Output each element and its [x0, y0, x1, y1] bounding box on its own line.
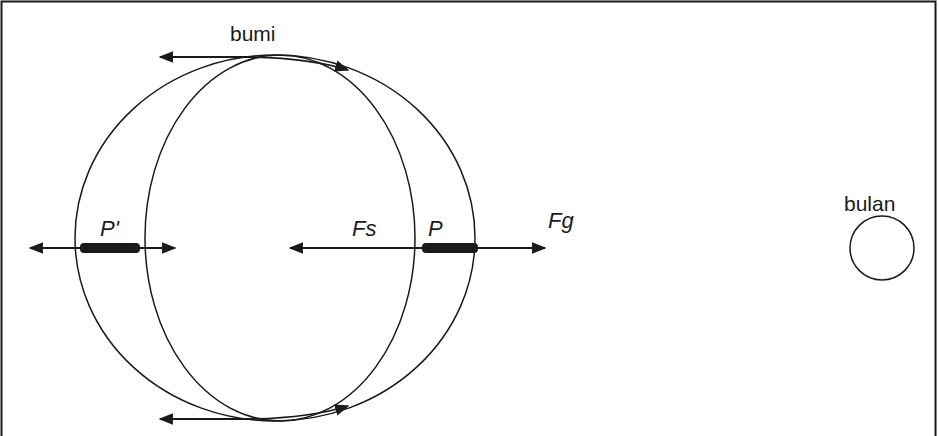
- body-name: bulan: [844, 192, 895, 216]
- point-label: P: [428, 216, 443, 242]
- point-label: P': [100, 216, 119, 242]
- force-label: Fg: [548, 208, 574, 234]
- force-arrows: [30, 57, 545, 419]
- earth-shape: bumi: [70, 18, 480, 428]
- point-p-prime-bar: [80, 243, 140, 253]
- body-name: bumi: [230, 22, 276, 46]
- moon-circle: bulan: [838, 190, 928, 290]
- force-label: Fs: [352, 216, 376, 242]
- earth-shape-outline: [70, 18, 480, 428]
- point-p-bar: [422, 243, 478, 253]
